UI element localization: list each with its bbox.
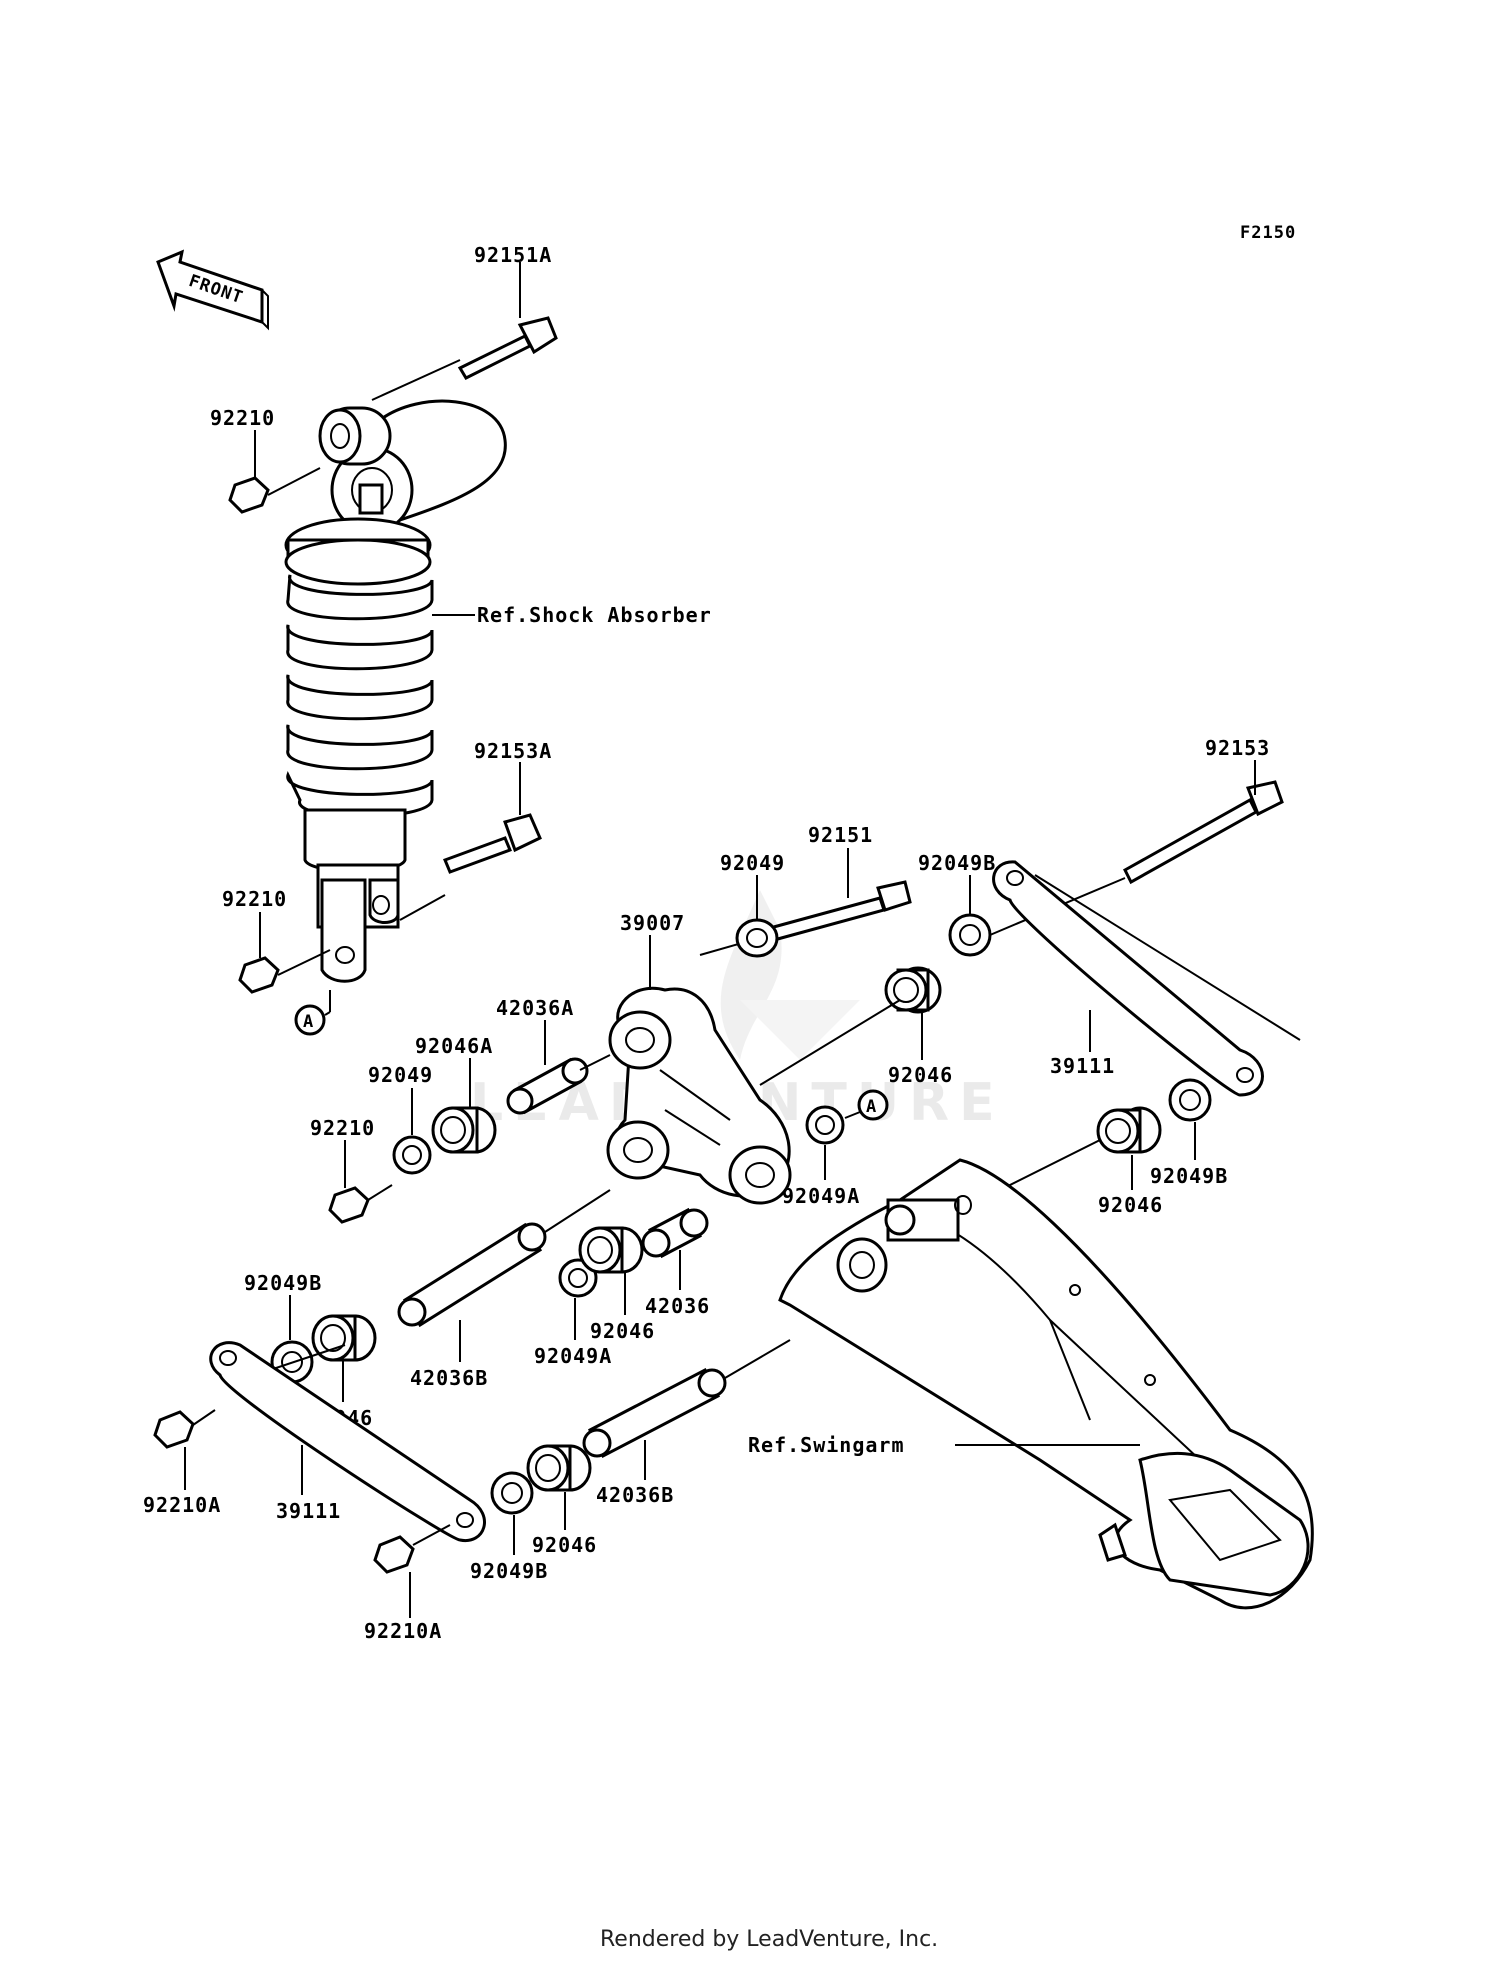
part-label: 92210A — [364, 1619, 442, 1643]
nut-92210a-left — [153, 1409, 216, 1449]
shock-absorber — [284, 399, 507, 983]
bolt-92151 — [699, 880, 912, 956]
washer-92049b-lower — [490, 1471, 534, 1515]
sleeve-42036b-middle — [397, 1189, 611, 1328]
figure-code: F2150 — [1240, 223, 1296, 243]
ref-swingarm: Ref.Swingarm — [748, 1433, 905, 1457]
part-label: 92153A — [474, 739, 552, 763]
ref-shock-absorber: Ref.Shock Absorber — [477, 603, 712, 627]
bearing-92046a — [431, 1106, 497, 1154]
bearing-92046-lower-left — [311, 1314, 377, 1362]
part-label: 92049A — [534, 1344, 612, 1368]
callout-a-circle-right — [857, 1089, 889, 1121]
washer-92049b-right — [948, 913, 992, 957]
washer-92049a-lower — [558, 1258, 598, 1298]
callout-a-circle — [294, 1004, 326, 1036]
part-label: 42036B — [410, 1366, 488, 1390]
part-label: 92049B — [244, 1271, 322, 1295]
nut-92210a-bottom — [373, 1524, 451, 1574]
part-label: 92049B — [1150, 1164, 1228, 1188]
part-label: 92210 — [310, 1116, 375, 1140]
tie-rod-39111-left — [209, 1341, 486, 1542]
part-label: 39111 — [1050, 1054, 1115, 1078]
part-label: 92049B — [470, 1559, 548, 1583]
part-label: 92046 — [590, 1319, 655, 1343]
footer-credit: Rendered by LeadVenture, Inc. — [600, 1927, 938, 1952]
part-label: 39007 — [620, 911, 685, 935]
sleeve-42036a — [506, 1057, 589, 1115]
bearing-92046-mid — [578, 1226, 644, 1274]
bolt-92151a — [371, 316, 558, 401]
part-label: 92210A — [143, 1493, 221, 1517]
part-label: 92049B — [918, 851, 996, 875]
tie-rod-39111-right — [992, 860, 1301, 1097]
nut-92210-top — [228, 467, 321, 514]
washer-92049-top — [735, 918, 779, 958]
callout-a-label: A — [303, 1012, 314, 1032]
part-label: 92046 — [888, 1063, 953, 1087]
bearing-92046-lower — [526, 1444, 592, 1492]
part-label: 92049 — [368, 1063, 433, 1087]
bolt-92153a — [399, 813, 542, 921]
washer-92049a-upper — [805, 1105, 861, 1145]
part-label: 92046A — [415, 1034, 493, 1058]
part-label: 92151A — [474, 243, 552, 267]
part-label: 92046 — [532, 1533, 597, 1557]
part-label: 92210 — [210, 406, 275, 430]
washer-92049b-far-right — [1168, 1078, 1212, 1122]
nut-92210-lower — [238, 949, 331, 994]
part-label: 92049A — [782, 1184, 860, 1208]
part-label: 39111 — [276, 1499, 341, 1523]
front-arrow-icon: FRONT — [156, 249, 269, 331]
part-label: 92210 — [222, 887, 287, 911]
part-label: 42036B — [596, 1483, 674, 1507]
callout-a-label-right: A — [866, 1097, 877, 1117]
sleeve-42036b-lower — [582, 1339, 791, 1459]
sleeve-42036 — [641, 1207, 709, 1259]
part-label: 42036A — [496, 996, 574, 1020]
washer-92049-left — [392, 1135, 432, 1175]
part-label: 92153 — [1205, 736, 1270, 760]
part-label: 92046 — [1098, 1193, 1163, 1217]
part-label: 42036 — [645, 1294, 710, 1318]
bearing-92046-rocker — [884, 966, 942, 1014]
swingarm — [778, 1158, 1314, 1610]
part-label: 92049 — [720, 851, 785, 875]
bearing-92046-far-right — [1096, 1106, 1162, 1154]
nut-92210-mid — [328, 1184, 393, 1224]
rocker-arm-39007 — [606, 986, 792, 1205]
part-label: 92151 — [808, 823, 873, 847]
